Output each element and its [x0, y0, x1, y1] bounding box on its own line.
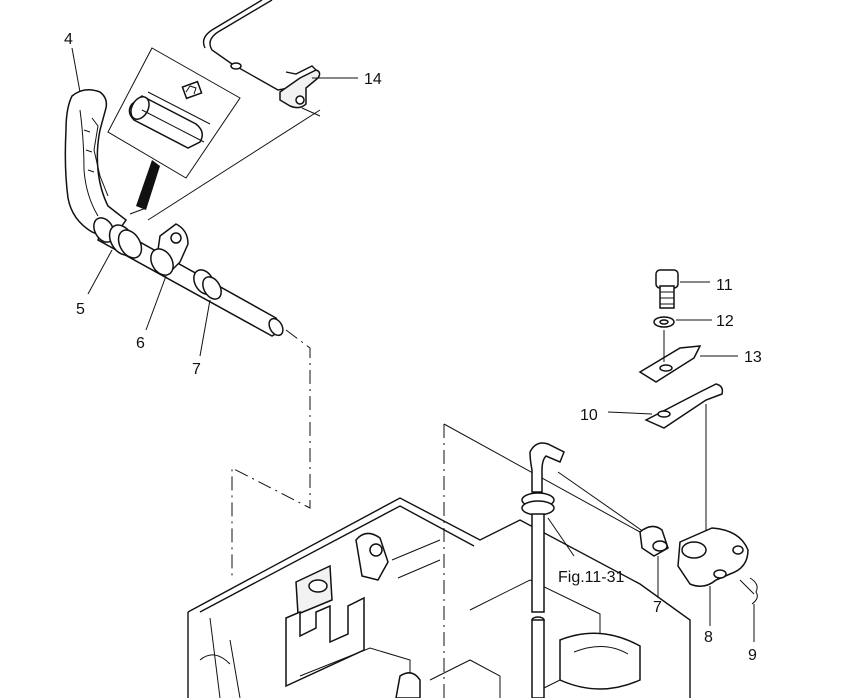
- part-4-shift-lever: [64, 47, 128, 241]
- callout-4: 4: [64, 31, 73, 48]
- dipstick-tube: [521, 442, 575, 698]
- part-14-rod-and-clip: [202, 0, 358, 109]
- callout-10: 10: [580, 407, 598, 424]
- callout-6: 6: [136, 335, 145, 352]
- callout-11: 11: [716, 277, 733, 294]
- callout-14: 14: [364, 71, 382, 88]
- engine-block: [187, 497, 691, 698]
- callout-8: 8: [704, 629, 713, 646]
- callout-13: 13: [744, 349, 762, 366]
- callout-7-shaft: 7: [192, 361, 201, 378]
- detail-inset: [107, 47, 241, 215]
- callout-12: 12: [716, 313, 734, 330]
- shaft-assembly: [87, 217, 284, 357]
- callout-7-cap: 7: [653, 599, 662, 616]
- detail-pointer-arrow: [136, 160, 160, 210]
- fig-reference: Fig.11-31: [558, 569, 625, 586]
- callout-9: 9: [748, 647, 757, 664]
- callout-5: 5: [76, 301, 85, 318]
- bracket-hardware: [607, 269, 738, 534]
- throttle-cam-group: [557, 471, 758, 642]
